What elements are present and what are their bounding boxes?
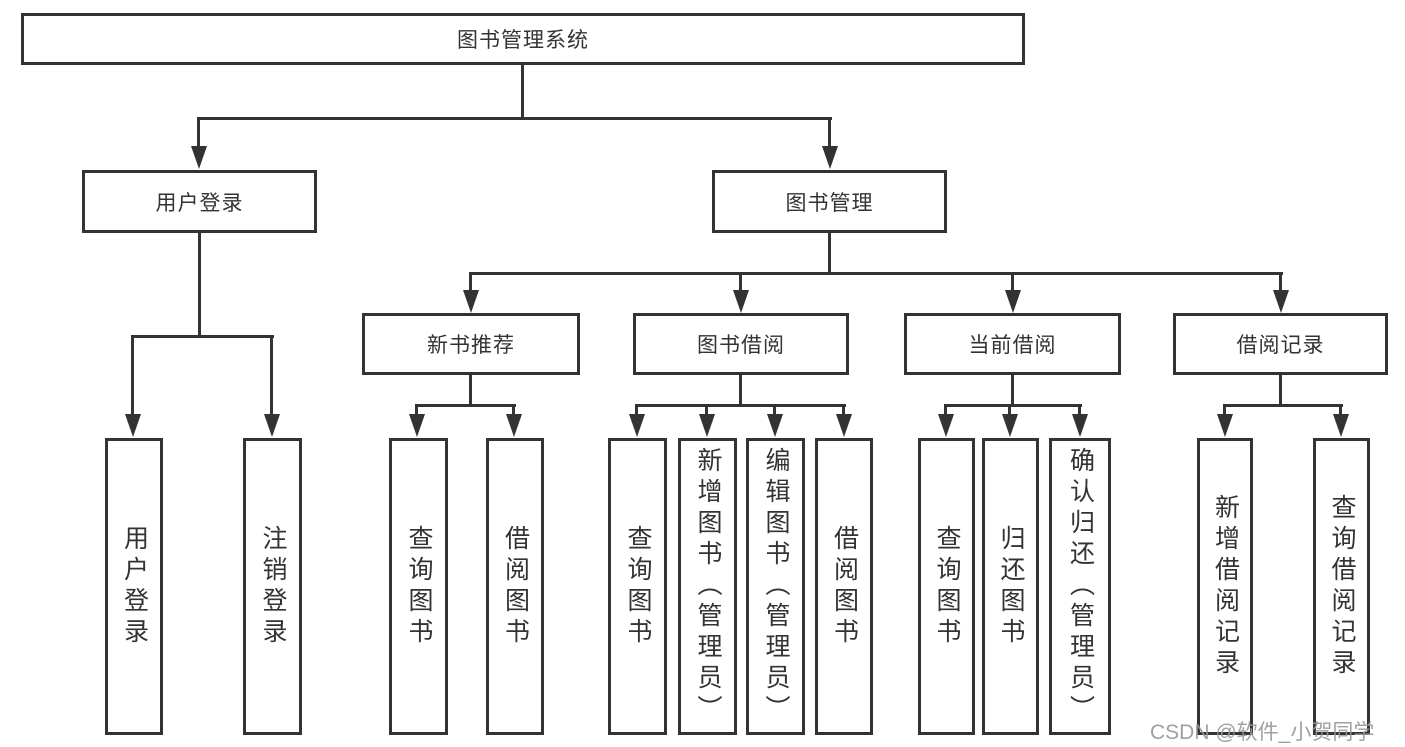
- connector-line: [1011, 375, 1014, 407]
- node-current-borrowing-label: 当前借阅: [968, 334, 1057, 357]
- node-user-login: 用户登录: [82, 170, 317, 233]
- node-borrow-books-label: 借阅图书: [830, 524, 859, 649]
- node-root: 图书管理系统: [21, 13, 1025, 65]
- arrow-down-icon: [1273, 290, 1289, 313]
- node-book-management: 图书管理: [712, 170, 947, 233]
- node-edit-books-admin: 编辑图书（管理员）: [746, 438, 805, 735]
- node-add-borrow-record-label: 新增借阅记录: [1211, 493, 1240, 680]
- arrow-down-icon: [1072, 414, 1088, 437]
- connector-line: [1223, 404, 1226, 416]
- arrow-down-icon: [191, 146, 207, 169]
- connector-line: [1339, 404, 1342, 416]
- arrow-down-icon: [506, 414, 522, 437]
- connector-line: [415, 404, 516, 407]
- connector-line: [415, 404, 418, 416]
- arrow-down-icon: [463, 290, 479, 313]
- arrow-down-icon: [629, 414, 645, 437]
- node-query-books-label: 查询图书: [933, 524, 961, 649]
- connector-line: [512, 404, 515, 416]
- arrow-down-icon: [938, 414, 954, 437]
- node-user-login-leaf-label: 用户登录: [120, 524, 149, 649]
- node-new-book-recommendation: 新书推荐: [362, 313, 580, 375]
- connector-line: [197, 117, 200, 147]
- connector-line: [521, 65, 524, 120]
- node-add-borrow-record: 新增借阅记录: [1197, 438, 1253, 735]
- connector-line: [1078, 404, 1081, 416]
- connector-line: [944, 404, 1082, 407]
- connector-line: [131, 335, 274, 338]
- arrow-down-icon: [1333, 414, 1349, 437]
- arrow-down-icon: [125, 414, 141, 437]
- arrow-down-icon: [699, 414, 715, 437]
- connector-line: [198, 117, 832, 120]
- node-return-books-label: 归还图书: [997, 524, 1025, 649]
- arrow-down-icon: [1005, 290, 1021, 313]
- node-borrowing-records-label: 借阅记录: [1236, 334, 1325, 357]
- node-edit-books-admin-label: 编辑图书（管理员）: [762, 447, 790, 726]
- arrow-down-icon: [409, 414, 425, 437]
- node-borrow-books: 借阅图书: [486, 438, 544, 735]
- watermark: CSDN @软件_小贺同学: [1150, 721, 1375, 744]
- node-borrow-books-label: 借阅图书: [501, 524, 530, 649]
- node-new-book-recommendation-label: 新书推荐: [427, 334, 515, 357]
- node-query-books: 查询图书: [389, 438, 448, 735]
- node-query-books-label: 查询图书: [405, 524, 433, 649]
- node-query-books-label: 查询图书: [624, 524, 652, 649]
- connector-line: [705, 404, 708, 416]
- node-user-login-leaf: 用户登录: [105, 438, 163, 735]
- connector-line: [842, 404, 845, 416]
- connector-line: [198, 233, 201, 338]
- node-logout: 注销登录: [243, 438, 302, 735]
- connector-line: [469, 375, 472, 407]
- connector-line: [635, 404, 846, 407]
- node-add-books-admin-label: 新增图书（管理员）: [694, 447, 722, 726]
- connector-line: [828, 233, 831, 275]
- connector-line: [635, 404, 638, 416]
- connector-line: [1011, 272, 1014, 293]
- node-book-borrowing-label: 图书借阅: [697, 334, 785, 357]
- arrow-down-icon: [767, 414, 783, 437]
- connector-line: [469, 272, 1283, 275]
- node-user-login-label: 用户登录: [155, 191, 244, 215]
- node-confirm-return-admin: 确认归还（管理员）: [1049, 438, 1111, 735]
- connector-line: [1279, 272, 1282, 293]
- node-book-borrowing: 图书借阅: [633, 313, 849, 375]
- arrow-down-icon: [733, 290, 749, 313]
- node-borrowing-records: 借阅记录: [1173, 313, 1388, 375]
- connector-line: [1279, 375, 1282, 407]
- node-borrow-books: 借阅图书: [815, 438, 873, 735]
- node-add-books-admin: 新增图书（管理员）: [678, 438, 737, 735]
- node-root-label: 图书管理系统: [457, 29, 589, 52]
- connector-line: [773, 404, 776, 416]
- connector-line: [1223, 404, 1343, 407]
- connector-line: [739, 272, 742, 293]
- connector-line: [1008, 404, 1011, 416]
- connector-line: [131, 335, 134, 415]
- node-query-borrow-record-label: 查询借阅记录: [1328, 493, 1356, 680]
- arrow-down-icon: [1002, 414, 1018, 437]
- connector-line: [270, 335, 273, 415]
- node-confirm-return-admin-label: 确认归还（管理员）: [1066, 447, 1095, 726]
- connector-line: [469, 272, 472, 293]
- arrow-down-icon: [264, 414, 280, 437]
- arrow-down-icon: [1217, 414, 1233, 437]
- node-book-management-label: 图书管理: [785, 191, 874, 215]
- connector-line: [739, 375, 742, 407]
- connector-line: [828, 117, 831, 147]
- node-current-borrowing: 当前借阅: [904, 313, 1121, 375]
- node-return-books: 归还图书: [982, 438, 1039, 735]
- connector-line: [944, 404, 947, 416]
- node-query-books: 查询图书: [918, 438, 975, 735]
- node-query-borrow-record: 查询借阅记录: [1313, 438, 1370, 735]
- node-query-books: 查询图书: [608, 438, 667, 735]
- arrow-down-icon: [822, 146, 838, 169]
- arrow-down-icon: [836, 414, 852, 437]
- node-logout-label: 注销登录: [259, 524, 287, 649]
